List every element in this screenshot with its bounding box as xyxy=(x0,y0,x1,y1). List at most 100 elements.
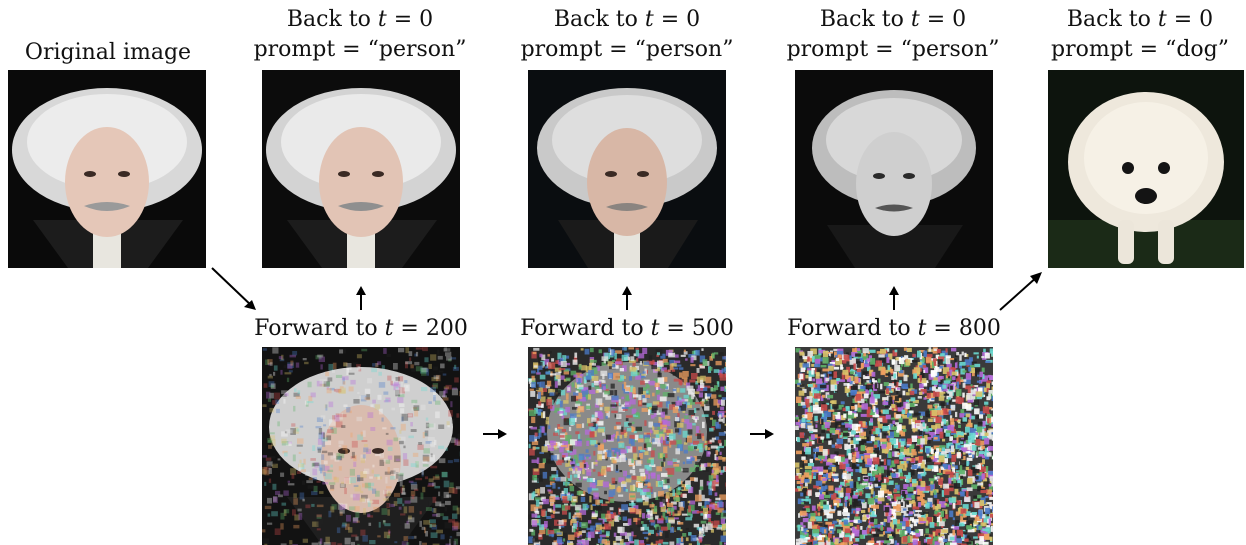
noise-speck xyxy=(881,367,886,375)
noise-speck xyxy=(528,536,534,544)
noise-speck xyxy=(299,463,303,471)
noise-speck xyxy=(874,378,878,382)
noise-speck xyxy=(328,482,336,485)
noise-speck xyxy=(398,394,405,398)
noise-speck xyxy=(872,465,875,468)
noise-speck xyxy=(348,527,353,533)
noise-speck xyxy=(805,494,810,499)
noise-speck xyxy=(632,388,636,395)
noise-speck xyxy=(907,347,912,352)
noise-speck xyxy=(284,452,288,457)
noise-speck xyxy=(457,433,460,441)
noise-speck xyxy=(965,413,970,418)
noise-speck xyxy=(969,415,975,420)
noise-speck xyxy=(904,494,911,501)
noise-speck xyxy=(891,460,896,467)
noise-speck xyxy=(922,365,926,368)
label-forward-t800: Forward to t = 800 xyxy=(787,316,1001,341)
noise-speck xyxy=(874,483,879,487)
noise-speck xyxy=(431,524,438,530)
noise-speck xyxy=(415,366,423,372)
noise-speck xyxy=(424,433,428,436)
noise-speck xyxy=(700,512,703,516)
noise-speck xyxy=(654,378,659,383)
noise-speck xyxy=(646,459,654,463)
noise-speck xyxy=(935,529,942,533)
noise-speck xyxy=(882,409,889,415)
noise-speck xyxy=(906,501,910,505)
forward-t200-image xyxy=(262,347,460,545)
noise-speck xyxy=(531,492,534,500)
noise-speck xyxy=(399,429,402,434)
noise-speck xyxy=(558,375,565,380)
noise-speck xyxy=(621,396,624,400)
noise-speck xyxy=(874,543,879,545)
noise-speck xyxy=(807,425,814,432)
noise-speck xyxy=(860,431,866,436)
noise-speck xyxy=(723,466,726,472)
noise-speck xyxy=(847,431,855,437)
noise-speck xyxy=(909,402,916,407)
noise-speck xyxy=(627,422,632,426)
noise-speck xyxy=(691,355,697,361)
noise-speck xyxy=(618,477,625,483)
noise-speck xyxy=(990,525,993,532)
noise-speck xyxy=(615,536,622,541)
noise-speck xyxy=(952,464,955,467)
noise-speck xyxy=(573,474,578,478)
noise-speck xyxy=(432,482,436,487)
noise-speck xyxy=(917,350,921,358)
noise-speck xyxy=(272,483,277,490)
noise-speck xyxy=(717,445,724,449)
noise-speck xyxy=(361,440,368,442)
noise-speck xyxy=(318,356,325,362)
noise-speck xyxy=(814,384,819,388)
noise-speck xyxy=(311,491,318,496)
noise-speck xyxy=(805,375,809,379)
noise-speck xyxy=(819,494,824,500)
noise-speck xyxy=(595,522,602,525)
noise-speck xyxy=(629,536,633,541)
noise-speck xyxy=(649,464,656,467)
noise-speck xyxy=(945,399,950,403)
noise-speck xyxy=(691,392,695,400)
noise-speck xyxy=(933,391,940,397)
noise-speck xyxy=(962,402,968,409)
noise-speck xyxy=(439,370,444,373)
noise-speck xyxy=(296,471,301,474)
noise-speck xyxy=(426,423,430,427)
noise-speck xyxy=(565,377,571,382)
noise-speck xyxy=(796,480,801,484)
noise-speck xyxy=(565,362,571,366)
noise-speck xyxy=(899,453,905,460)
noise-speck xyxy=(702,436,705,441)
noise-speck xyxy=(605,411,609,414)
noise-speck xyxy=(839,435,843,438)
noise-speck xyxy=(528,441,532,445)
noise-speck xyxy=(631,536,638,539)
noise-speck xyxy=(696,385,704,392)
noise-speck xyxy=(553,528,561,534)
noise-speck xyxy=(338,444,342,448)
noise-speck xyxy=(453,538,458,545)
noise-speck xyxy=(953,478,957,484)
noise-speck xyxy=(697,443,703,449)
noise-speck xyxy=(665,531,669,538)
noise-speck xyxy=(550,502,555,506)
noise-speck xyxy=(880,438,887,442)
noise-speck xyxy=(430,532,438,538)
noise-speck xyxy=(677,478,681,485)
noise-speck xyxy=(424,527,427,534)
noise-speck xyxy=(537,368,540,373)
noise-speck xyxy=(872,495,879,499)
noise-speck xyxy=(716,527,722,530)
noise-speck xyxy=(868,349,876,353)
noise-speck xyxy=(292,454,296,462)
noise-speck xyxy=(798,488,802,492)
noise-speck xyxy=(372,464,375,468)
noise-speck xyxy=(291,423,296,427)
noise-speck xyxy=(902,490,906,497)
noise-speck xyxy=(596,524,602,531)
noise-speck xyxy=(272,347,279,354)
noise-speck xyxy=(383,391,389,395)
